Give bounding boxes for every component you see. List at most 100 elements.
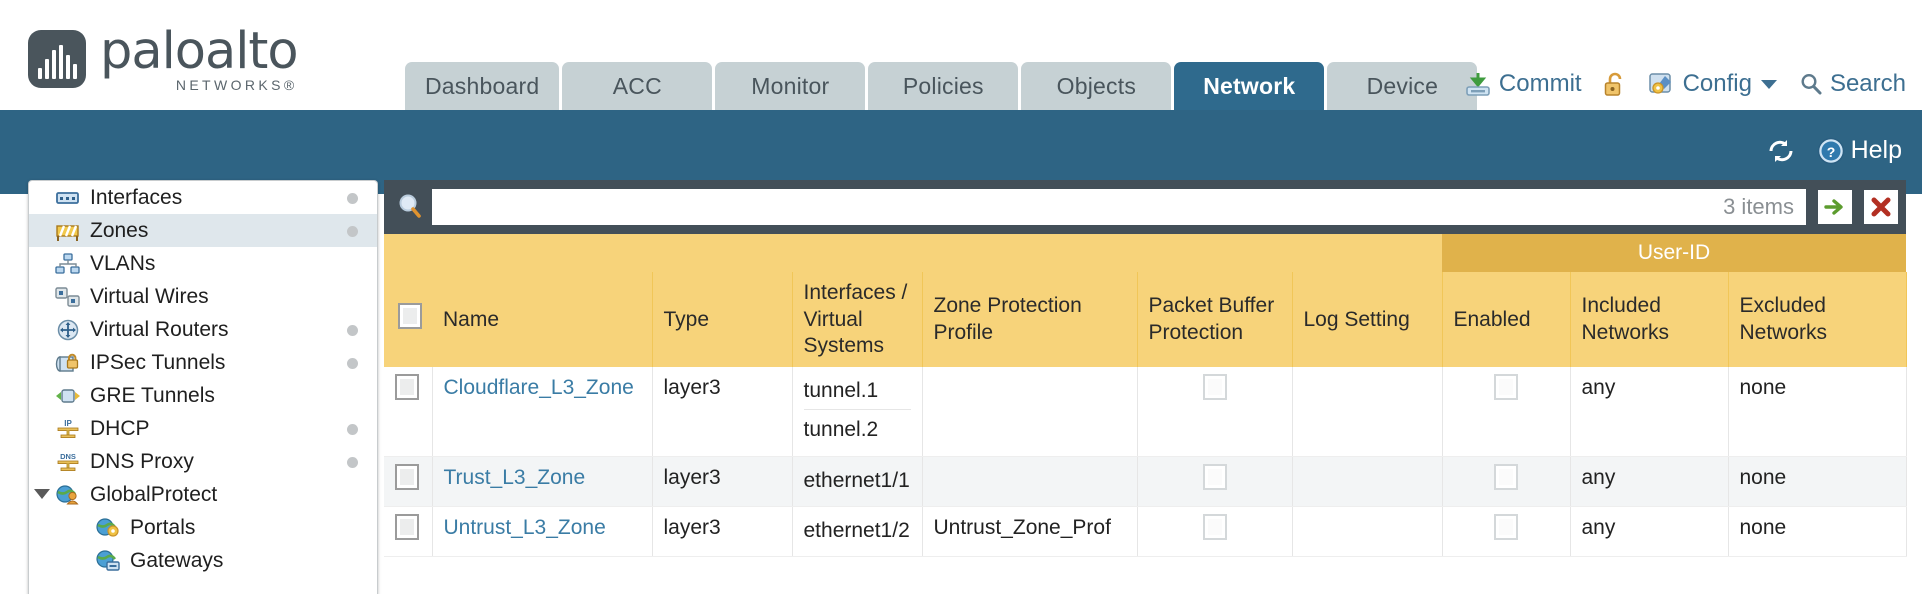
sidebar-item-virtual-routers[interactable]: Virtual Routers [29,313,377,346]
globalprotect-icon [55,484,81,506]
table-row[interactable]: Trust_L3_Zone layer3 ethernet1/1 [384,456,1907,507]
refresh-button[interactable] [1767,138,1795,164]
row-select-cell[interactable] [384,367,433,457]
zone-link[interactable]: Cloudflare_L3_Zone [443,376,634,399]
table-toolbar: 3 items [384,180,1906,234]
row-checkbox[interactable] [395,513,419,540]
col-excluded-networks[interactable]: Excluded Networks [1728,272,1907,367]
packet-buffer-checkbox[interactable] [1202,513,1227,540]
row-select-cell[interactable] [384,456,433,507]
row-select-cell[interactable] [384,506,433,558]
search-icon [1799,72,1823,96]
group-header-spacer [384,234,1442,273]
search-button[interactable]: Search [1799,70,1906,98]
cell-included-networks: any [1570,456,1729,507]
sidebar-item-globalprotect[interactable]: GlobalProtect [29,478,377,511]
select-all-checkbox[interactable] [398,303,422,329]
sidebar-item-dhcp[interactable]: IP DHCP [29,412,377,445]
col-userid-enabled[interactable]: Enabled [1442,272,1571,367]
table-group-header-row: User-ID [384,234,1907,273]
cell-name[interactable]: Trust_L3_Zone [432,456,653,507]
select-all-header[interactable] [384,272,432,367]
virtual-routers-icon [55,319,81,341]
clear-filter-button[interactable] [1864,190,1898,224]
sidebar-item-vlans[interactable]: VLANs [29,247,377,280]
sidebar-item-gateways[interactable]: Gateways [29,544,377,577]
userid-enabled-checkbox[interactable] [1494,374,1518,400]
help-label: Help [1850,136,1902,164]
userid-enabled-checkbox[interactable] [1494,463,1518,490]
config-label: Config [1682,70,1752,97]
red-x-icon [1871,197,1891,217]
config-menu[interactable]: Config [1648,70,1777,98]
packet-buffer-checkbox[interactable] [1202,374,1227,400]
help-button[interactable]: ? Help [1817,136,1902,165]
cell-excluded-networks: none [1728,506,1907,558]
row-checkbox[interactable] [395,374,419,400]
svg-text:DNS: DNS [60,452,76,461]
green-arrow-icon [1824,199,1843,215]
sidebar-item-gre-tunnels[interactable]: GRE Tunnels [29,379,377,412]
sidebar-item-zones[interactable]: Zones [29,214,377,247]
status-dot [347,193,358,204]
portals-icon [95,517,121,539]
col-interfaces[interactable]: Interfaces / Virtual Systems [792,272,923,367]
cell-excluded-networks: none [1728,367,1907,457]
svg-text:IP: IP [64,419,72,428]
tab-device[interactable]: Device [1327,62,1478,110]
tab-objects[interactable]: Objects [1021,62,1172,110]
apply-filter-button[interactable] [1818,190,1852,224]
col-name[interactable]: Name [432,272,653,367]
filter-input[interactable]: 3 items [432,189,1806,225]
tab-acc[interactable]: ACC [562,62,713,110]
col-zone-protection[interactable]: Zone Protection Profile [922,272,1138,367]
interface-entry: tunnel.2 [803,409,911,448]
cell-included-networks: any [1570,506,1729,558]
sidebar-item-interfaces[interactable]: Interfaces [29,181,377,214]
filter-search-icon[interactable] [394,191,426,223]
tab-monitor[interactable]: Monitor [715,62,866,110]
sidebar-item-portals[interactable]: Portals [29,511,377,544]
row-checkbox[interactable] [395,463,419,490]
col-included-networks[interactable]: Included Networks [1570,272,1729,367]
sidebar-item-dns-proxy[interactable]: DNS DNS Proxy [29,445,377,478]
cell-name[interactable]: Untrust_L3_Zone [432,506,653,558]
cell-type: layer3 [652,367,793,457]
tab-network[interactable]: Network [1174,62,1325,110]
cell-log-setting [1292,456,1443,507]
cell-userid-enabled[interactable] [1442,456,1571,507]
help-icon: ? [1817,137,1845,165]
commit-button[interactable]: Commit [1465,70,1582,98]
table-header-row: Name Type Interfaces / Virtual Systems Z… [384,272,1907,367]
brand-logo[interactable]: paloalto NETWORKS® [28,26,299,92]
cell-packet-buffer[interactable] [1137,367,1293,457]
header-actions: Commit [1443,62,1906,106]
sidebar-item-ipsec-tunnels[interactable]: IPSec Tunnels [29,346,377,379]
cell-packet-buffer[interactable] [1137,506,1293,558]
sidebar-item-virtual-wires[interactable]: Virtual Wires [29,280,377,313]
zones-table: User-ID Name Type Interfaces / Virtual S… [384,234,1907,558]
tab-policies[interactable]: Policies [868,62,1019,110]
zone-link[interactable]: Trust_L3_Zone [443,465,586,489]
cell-zone-protection: Untrust_Zone_Prof [922,506,1138,558]
sidebar-label: GRE Tunnels [90,383,215,407]
band-actions: ? Help [1745,136,1902,165]
userid-enabled-checkbox[interactable] [1494,513,1518,540]
table-row[interactable]: Untrust_L3_Zone layer3 ethernet1/2 Untru… [384,506,1907,558]
col-packet-buffer[interactable]: Packet Buffer Protection [1137,272,1293,367]
col-log-setting[interactable]: Log Setting [1292,272,1443,367]
cell-userid-enabled[interactable] [1442,367,1571,457]
unlock-button[interactable] [1604,71,1627,97]
cell-packet-buffer[interactable] [1137,456,1293,507]
cell-name[interactable]: Cloudflare_L3_Zone [432,367,653,457]
packet-buffer-checkbox[interactable] [1202,463,1227,490]
tab-dashboard[interactable]: Dashboard [405,62,560,110]
expander-triangle-icon[interactable] [34,489,50,499]
status-dot [347,424,358,435]
col-type[interactable]: Type [652,272,793,367]
cell-included-networks: any [1570,367,1729,457]
cell-userid-enabled[interactable] [1442,506,1571,558]
table-row[interactable]: Cloudflare_L3_Zone layer3 tunnel.1 tunne… [384,367,1907,457]
zone-link[interactable]: Untrust_L3_Zone [443,515,606,539]
